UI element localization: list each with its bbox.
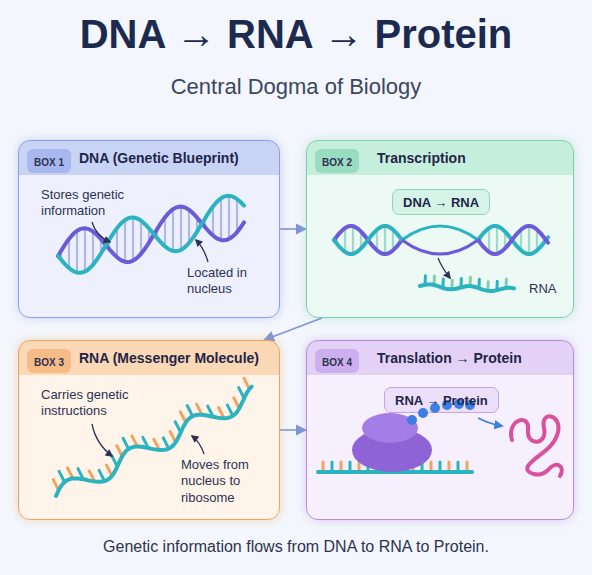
ribosome-small — [362, 413, 418, 443]
dna-strand-open — [402, 226, 478, 240]
box-heading: RNA (Messenger Molecule) — [79, 350, 275, 368]
box-number: BOX 4 — [322, 357, 352, 368]
rna-strand — [420, 276, 514, 291]
flow-label: DNA → RNA — [403, 195, 479, 210]
box-number-tag: BOX 4 — [315, 349, 359, 373]
flow-pill: RNA → Protein — [384, 387, 499, 413]
annotation: Moves from nucleus to ribosome — [181, 457, 277, 506]
mrna-strand — [318, 462, 472, 472]
ribosome-large — [352, 428, 432, 472]
flow-label: RNA → Protein — [395, 393, 488, 408]
annotation: Stores genetic information — [41, 187, 153, 220]
amino-acid-chain — [407, 399, 475, 425]
leader-line — [92, 222, 110, 242]
dna-helix — [478, 226, 548, 254]
annotation: RNA — [529, 281, 569, 297]
caption: Genetic information flows from DNA to RN… — [0, 538, 592, 556]
flow-connector — [264, 318, 322, 340]
box-number-tag: BOX 2 — [315, 149, 359, 173]
leader-line — [196, 240, 208, 262]
dna-helix — [334, 226, 402, 254]
flow-pill: DNA → RNA — [392, 189, 490, 215]
box-number: BOX 2 — [322, 157, 352, 168]
process-box: DNA (Genetic Blueprint) Stores genetic in… — [18, 140, 280, 318]
leader-line — [192, 436, 204, 454]
box-number-tag: BOX 1 — [27, 149, 71, 173]
leader-line — [438, 258, 450, 278]
flow-connector — [280, 429, 306, 431]
annotation: Located in nucleus — [187, 265, 271, 298]
annotation: Carries genetic instructions — [41, 387, 163, 420]
protein-fold — [511, 416, 562, 476]
leader-line — [92, 424, 112, 456]
process-box: Translation → Protein BOX 4 RNA → Protein — [306, 340, 574, 520]
box-heading: Translation → Protein — [377, 350, 567, 368]
subtitle: Central Dogma of Biology — [0, 74, 592, 100]
box-number: BOX 1 — [34, 157, 64, 168]
box-number-tag: BOX 3 — [27, 349, 71, 373]
box-heading: DNA (Genetic Blueprint) — [79, 150, 275, 168]
process-box: TranscriptionRNA BOX 2 DNA → RNA — [306, 140, 574, 318]
box-heading: Transcription — [377, 150, 567, 168]
rna-strand — [53, 378, 251, 496]
dna-strand-open — [402, 240, 478, 254]
flow-arrow — [478, 418, 502, 426]
box-number: BOX 3 — [34, 357, 64, 368]
dna-helix — [58, 196, 244, 273]
title: DNA → RNA → Protein — [0, 12, 592, 57]
process-box: RNA (Messenger Molecule) Carries genetic … — [18, 340, 280, 520]
flow-connector — [280, 228, 306, 230]
